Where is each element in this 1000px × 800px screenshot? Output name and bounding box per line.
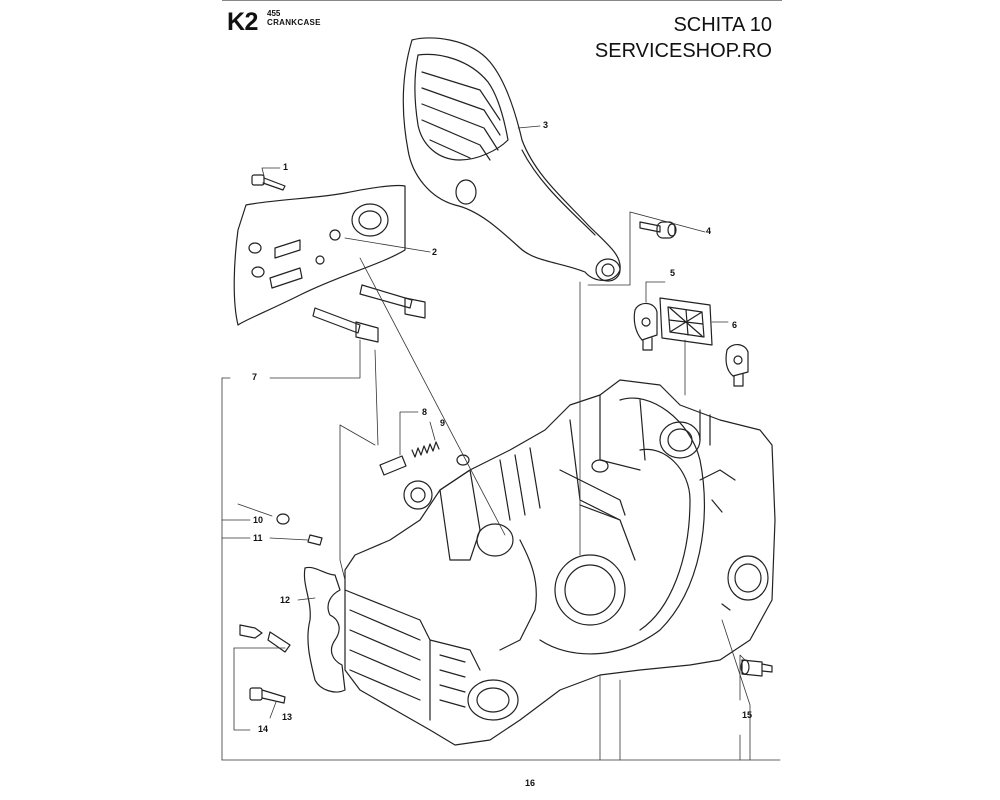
callout-4: 4 [706,226,712,236]
callout-3: 3 [543,120,549,130]
part-1-screw [251,174,286,191]
callout-7: 7 [252,372,258,382]
part-2-side-plate [233,184,406,326]
callout-15: 15 [742,710,753,720]
callout-14: 14 [258,724,269,734]
callout-12: 12 [280,595,291,605]
part-16-crankcase [344,379,776,746]
callout-8: 8 [422,407,428,417]
shop-label: SERVICESHOP.RO [594,40,772,62]
part-5-bushing [633,302,658,351]
callout-10: 10 [253,515,264,525]
part-8-block [379,455,407,476]
callout-11: 11 [253,533,263,543]
part-11-nipple [307,534,323,546]
callout-13: 13 [282,712,293,722]
part-5b-bushing [725,344,749,387]
leader-lines [221,125,781,761]
part-13-screw [249,687,286,704]
schita-label: SCHITA 10 [673,14,772,36]
part-7-bolts [312,284,426,343]
part-9-spring [411,441,440,458]
top-rule [222,0,782,1]
callout-6: 6 [732,320,738,330]
part-10-cap [276,513,290,525]
part-12-bracket [303,566,346,693]
part-14-screw [239,624,291,653]
page-code: K2 [227,8,258,37]
model-number: 455 [267,9,281,18]
section-title: CRANKCASE [267,18,321,27]
callout-2: 2 [432,247,438,257]
part-6-filter [659,297,713,346]
part-4-screw [639,221,677,239]
section-code: K2 [227,8,258,36]
callout-9: 9 [440,418,446,428]
callout-16: 16 [525,778,536,788]
callout-1: 1 [283,162,289,172]
part-15-nipple [740,659,773,677]
part-3-cover [402,37,621,282]
callout-5: 5 [670,268,676,278]
